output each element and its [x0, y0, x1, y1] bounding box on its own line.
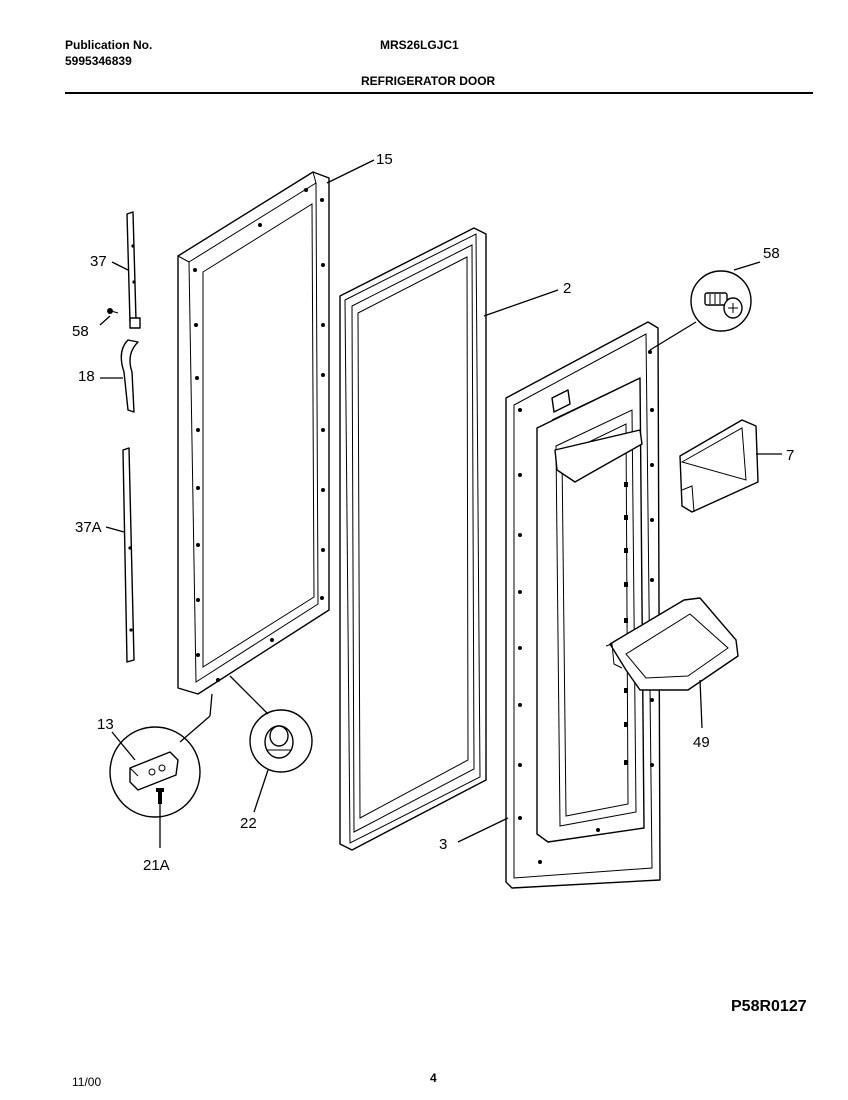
part-7-dairy-door: [679, 419, 759, 513]
section-title: REFRIGERATOR DOOR: [361, 74, 496, 88]
part-58-screw-left: [107, 308, 141, 329]
label-58-right: 58: [763, 245, 780, 262]
part-13-hinge-callout: [109, 726, 201, 818]
part-2-door-gasket: [339, 227, 487, 851]
label-21A: 21A: [143, 857, 170, 874]
label-7: 7: [786, 447, 794, 464]
publication-label: Publication No.: [65, 38, 153, 52]
part-37-trim-upper: [126, 211, 137, 323]
page-number: 4: [430, 1071, 437, 1085]
part-37A-trim-lower: [122, 447, 135, 663]
label-15: 15: [376, 151, 393, 168]
part-21A-screw: [156, 788, 164, 804]
label-22: 22: [240, 815, 257, 832]
part-3-inner-door-liner: [505, 321, 661, 889]
header-rule: [65, 92, 813, 94]
label-58-left: 58: [72, 323, 89, 340]
model-number: MRS26LGJC1: [380, 38, 459, 52]
part-49-door-bin: [605, 597, 739, 691]
part-18-handle: [120, 339, 139, 413]
label-2: 2: [563, 280, 571, 297]
label-3: 3: [439, 836, 447, 853]
footer-date: 11/00: [72, 1075, 102, 1089]
label-18: 18: [78, 368, 95, 385]
part-15-door-frame: [177, 171, 330, 695]
label-37A: 37A: [75, 519, 102, 536]
label-49: 49: [693, 734, 710, 751]
part-22-bushing-callout: [249, 709, 313, 773]
leader-lines: [99, 159, 782, 848]
label-37: 37: [90, 253, 107, 270]
part-58-screw-callout: [690, 270, 752, 332]
label-13: 13: [97, 716, 114, 733]
publication-number: 5995346839: [65, 54, 132, 68]
drawing-code: P58R0127: [731, 998, 807, 1015]
